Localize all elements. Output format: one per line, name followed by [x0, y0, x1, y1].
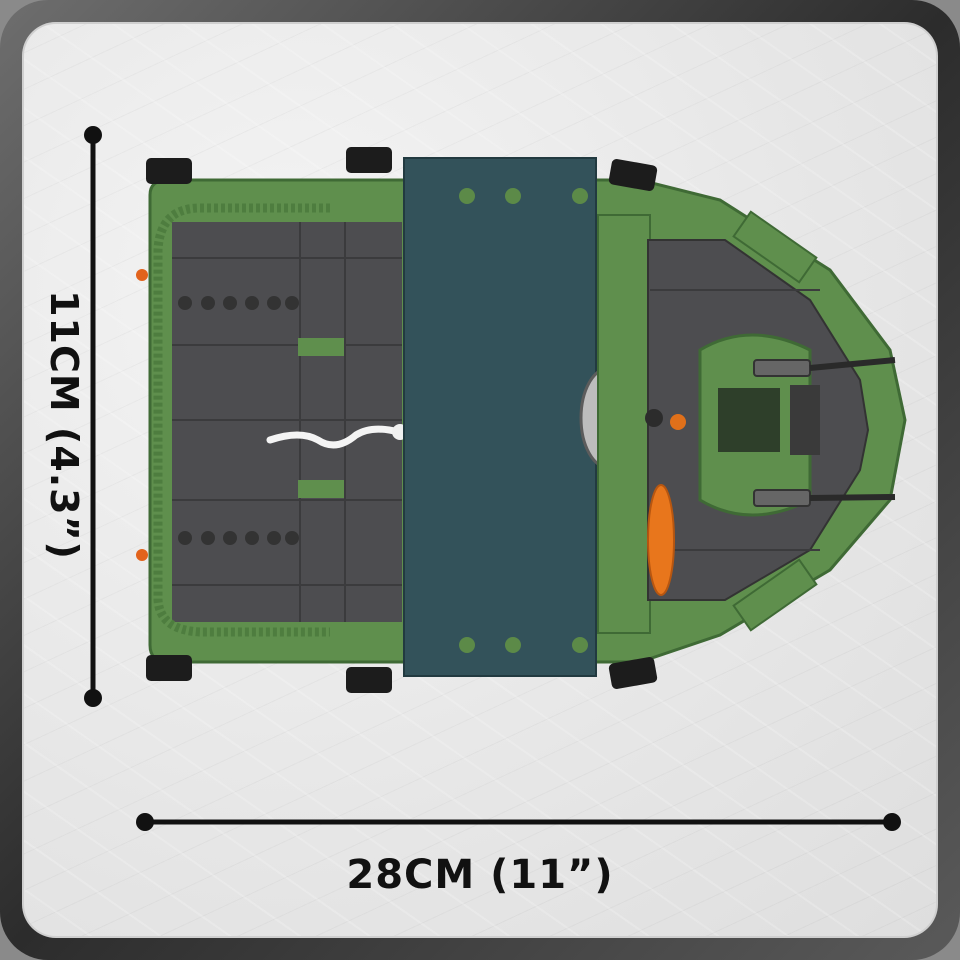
width-dimension-line — [136, 813, 901, 831]
height-label: 11CM (4.3”) — [42, 290, 86, 560]
height-dimension-line — [84, 126, 102, 707]
deck-studs — [178, 296, 299, 545]
twin-guns — [753, 359, 811, 507]
cleats — [146, 147, 658, 693]
bow-deck — [597, 210, 896, 634]
width-label: 28CM (11”) — [346, 852, 614, 898]
